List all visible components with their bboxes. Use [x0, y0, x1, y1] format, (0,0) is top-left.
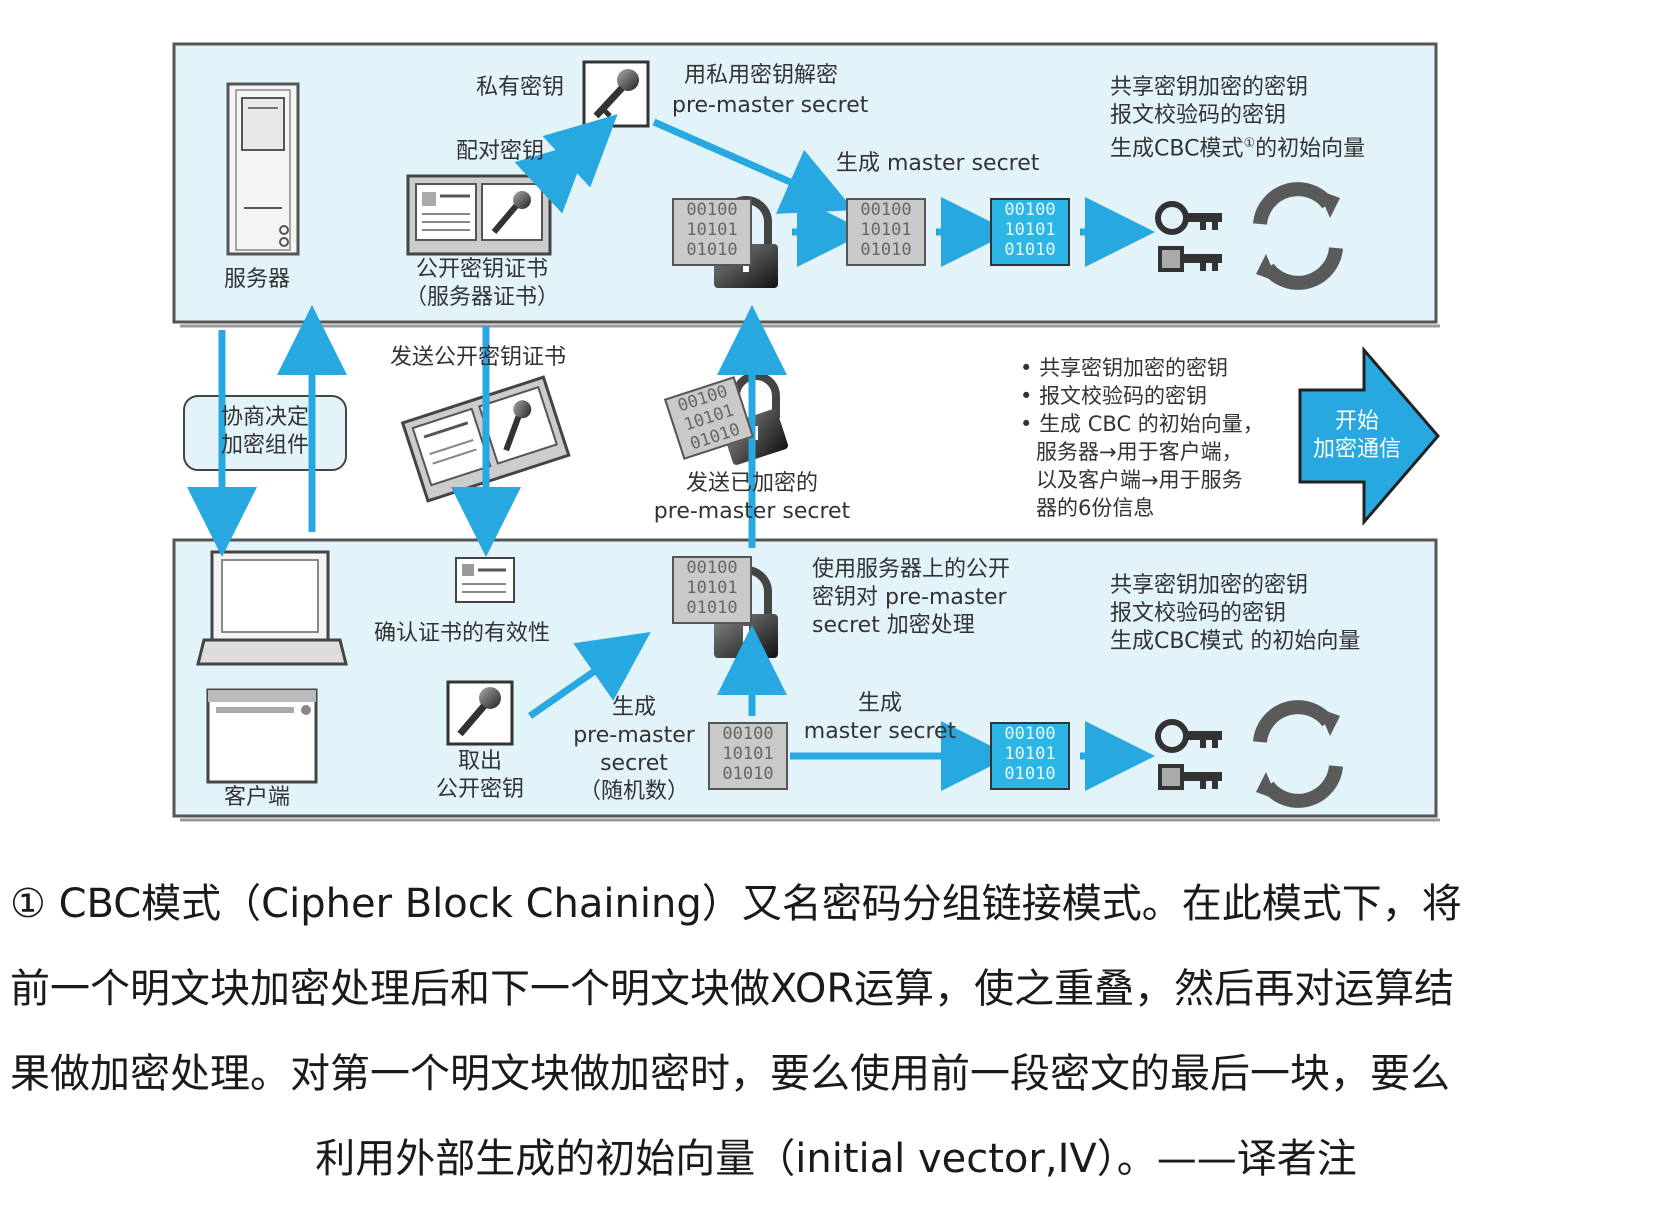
bullet-3-cont-3: 器的6份信息 [1036, 496, 1155, 520]
footnote-line-3: 果做加密处理。对第一个明文块做加密时，要么使用前一段密文的最后一块，要么 [10, 1051, 1450, 1097]
server-keys-label-3-text: 生成CBC模式 [1110, 136, 1244, 162]
bullet-3-text: 生成 CBC 的初始向量， [1039, 412, 1264, 436]
private-key-label: 私有密钥 [476, 75, 565, 100]
client-label: 客户端 [224, 785, 291, 810]
send-pre-label-2: pre-master secret [653, 499, 851, 524]
decrypt-label-1: 用私用密钥解密 [684, 63, 839, 88]
bullet-3: • 生成 CBC 的初始向量， [1020, 412, 1264, 436]
negotiate-label-2: 加密组件 [220, 433, 309, 458]
server-refresh-icon [1253, 182, 1343, 290]
client-gen-master-2: master secret [803, 719, 957, 744]
server-keys-label-1: 共享密钥加密的密钥 [1110, 75, 1309, 100]
cert-label-1: 公开密钥证书 [415, 257, 548, 282]
browser-window-icon [206, 688, 318, 784]
take-key-label-1: 取出 [457, 749, 502, 774]
server-label: 服务器 [224, 267, 291, 292]
server-keys-label-3-end: 的初始向量 [1255, 136, 1366, 162]
bullet-2: • 报文校验码的密钥 [1020, 384, 1208, 408]
client-gen-master-1: 生成 [857, 691, 902, 716]
client-keys-label-3: 生成CBC模式 的初始向量 [1110, 629, 1361, 654]
gen-pre-label-1: 生成 [611, 695, 656, 720]
bullet-1: • 共享密钥加密的密钥 [1020, 356, 1229, 380]
gen-master-label: 生成 master secret [836, 151, 1040, 176]
encrypt-label-1: 使用服务器上的公开 [812, 557, 1011, 582]
diagram-canvas [172, 42, 1440, 822]
decrypt-label-2: pre-master secret [672, 93, 869, 118]
arrow-key-to-gen [528, 632, 651, 719]
start-label-2: 加密通信 [1312, 437, 1401, 462]
encrypt-label-2: 密钥对 pre-master [812, 585, 1007, 610]
send-pre-label-1: 发送已加密的 [685, 471, 818, 496]
bullet-2-text: 报文校验码的密钥 [1039, 384, 1208, 408]
send-cert-label: 发送公开密钥证书 [390, 345, 567, 370]
client-panel [172, 538, 1438, 818]
client-keys-label-1: 共享密钥加密的密钥 [1110, 573, 1309, 598]
gen-pre-label-2: pre-master [573, 723, 695, 748]
start-label-1: 开始 [1334, 409, 1379, 434]
server-certificate-icon [406, 174, 552, 256]
bullet-3-cont-2: 以及客户端→用于服务 [1036, 468, 1243, 492]
server-icon [226, 82, 300, 256]
client-refresh-icon [1253, 700, 1343, 808]
verify-certificate-icon [455, 557, 515, 603]
private-key-icon [582, 60, 650, 128]
client-keys-icon [1155, 719, 1222, 790]
cert-label-2: （服务器证书） [404, 285, 559, 310]
server-keys-label-3: 生成CBC模式①的初始向量 [1110, 130, 1365, 163]
gen-pre-label-4: （随机数） [578, 779, 689, 804]
public-key-icon [446, 680, 514, 746]
client-keys-label-2: 报文校验码的密钥 [1110, 601, 1287, 626]
bullet-1-text: 共享密钥加密的密钥 [1039, 356, 1229, 380]
arrow-key-to-master [652, 118, 855, 214]
bullet-3-cont-1: 服务器→用于客户端， [1036, 440, 1243, 464]
footnote-mark: ① [1243, 136, 1256, 151]
arrow-pair-keys [514, 114, 618, 214]
gen-pre-label-3: secret [600, 751, 668, 776]
negotiate-label-1: 协商决定 [220, 405, 309, 430]
footnote-line-2: 前一个明文块加密处理后和下一个明文块做XOR运算，使之重叠，然后再对运算结 [10, 966, 1455, 1012]
start-encryption-arrow [1298, 345, 1440, 527]
take-key-label-2: 公开密钥 [435, 777, 524, 802]
footnote-line-1: ① CBC模式（Cipher Block Chaining）又名密码分组链接模式… [10, 881, 1462, 927]
laptop-icon [196, 550, 348, 666]
footnote-line-4: 利用外部生成的初始向量（initial vector,IV）。——译者注 [315, 1136, 1357, 1182]
server-keys-label-2: 报文校验码的密钥 [1110, 103, 1287, 128]
verify-cert-label: 确认证书的有效性 [374, 621, 551, 646]
encrypt-label-3: secret 加密处理 [812, 613, 975, 638]
pair-key-label: 配对密钥 [456, 139, 545, 164]
server-keys-icon [1155, 201, 1222, 272]
